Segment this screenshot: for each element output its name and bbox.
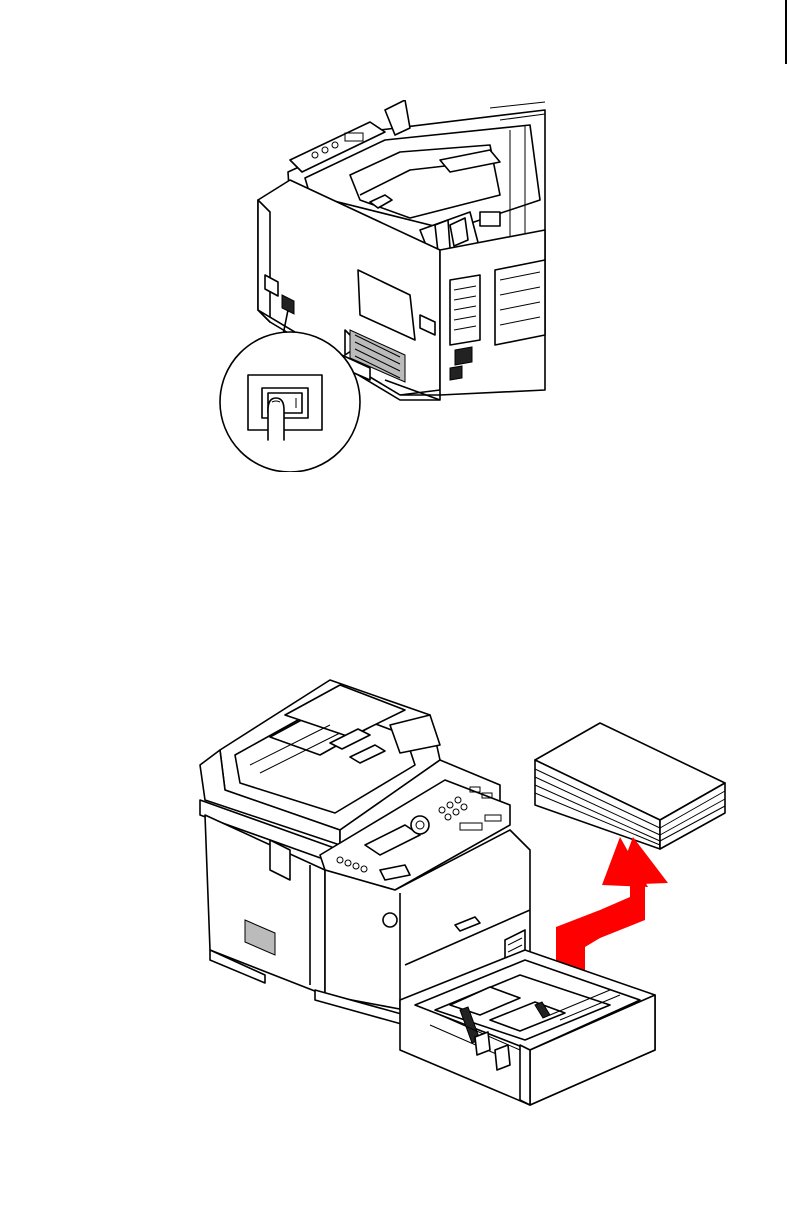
- power-switch-callout: [220, 332, 360, 472]
- printer-front-view-drawing: [190, 665, 730, 1110]
- page-edge-line: [785, 0, 787, 64]
- printer-rear-view-drawing: [210, 100, 550, 472]
- power-switch-illustration: [210, 100, 550, 472]
- paper-tray-illustration: [190, 665, 730, 1110]
- paper-ream: [535, 723, 725, 849]
